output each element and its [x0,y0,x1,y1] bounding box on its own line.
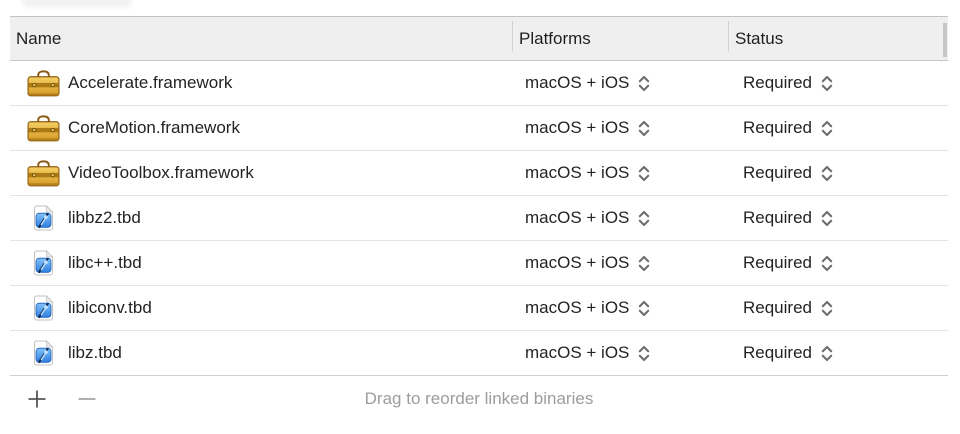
tbd-file-icon [26,205,60,231]
table-body: Accelerate.framework macOS + iOS Require… [10,61,948,376]
table-row[interactable]: libc++.tbd macOS + iOS Required [10,241,948,286]
updown-chevron-icon [637,255,651,272]
status-value: Required [743,253,812,272]
status-value: Required [743,163,812,182]
binary-name: libc++.tbd [68,253,142,272]
platforms-popup[interactable]: macOS + iOS [525,73,651,93]
column-resize-handle[interactable] [943,23,947,57]
updown-chevron-icon [637,165,651,182]
platforms-value: macOS + iOS [525,208,630,227]
platforms-cell: macOS + iOS [512,106,728,150]
tbd-file-icon [26,340,60,366]
name-cell: Accelerate.framework [10,61,512,105]
table-row[interactable]: libiconv.tbd macOS + iOS Required [10,286,948,331]
binary-name: CoreMotion.framework [68,118,240,137]
table-row[interactable]: VideoToolbox.framework macOS + iOS Requi… [10,151,948,196]
name-cell: libc++.tbd [10,241,512,285]
framework-icon [26,159,60,187]
status-popup[interactable]: Required [743,343,834,363]
minus-icon [77,389,97,409]
status-popup[interactable]: Required [743,253,834,273]
platforms-cell: macOS + iOS [512,196,728,240]
binary-name: Accelerate.framework [68,73,233,92]
column-header-status: Status [728,17,948,60]
platforms-value: macOS + iOS [525,343,630,362]
status-value: Required [743,118,812,137]
updown-chevron-icon [820,75,834,92]
platforms-popup[interactable]: macOS + iOS [525,163,651,183]
name-cell: VideoToolbox.framework [10,151,512,195]
status-popup[interactable]: Required [743,298,834,318]
platforms-cell: macOS + iOS [512,61,728,105]
updown-chevron-icon [820,210,834,227]
status-cell: Required [728,286,948,330]
status-value: Required [743,343,812,362]
plus-icon [27,389,47,409]
updown-chevron-icon [637,300,651,317]
platforms-cell: macOS + iOS [512,241,728,285]
updown-chevron-icon [637,75,651,92]
platforms-cell: macOS + iOS [512,331,728,375]
binary-name: libz.tbd [68,343,122,362]
table-row[interactable]: CoreMotion.framework macOS + iOS Require… [10,106,948,151]
platforms-value: macOS + iOS [525,163,630,182]
table-row[interactable]: libz.tbd macOS + iOS Required [10,331,948,376]
platforms-popup[interactable]: macOS + iOS [525,343,651,363]
remove-binary-button[interactable] [75,387,99,411]
binary-name: VideoToolbox.framework [68,163,254,182]
truncated-control [22,0,132,8]
column-header-platforms: Platforms [512,17,728,60]
platforms-popup[interactable]: macOS + iOS [525,208,651,228]
framework-icon [26,114,60,142]
updown-chevron-icon [820,345,834,362]
linked-binaries-table: Name Platforms Status [10,16,948,376]
status-value: Required [743,73,812,92]
binary-name: libbz2.tbd [68,208,141,227]
status-cell: Required [728,151,948,195]
platforms-value: macOS + iOS [525,73,630,92]
platforms-value: macOS + iOS [525,253,630,272]
name-cell: libz.tbd [10,331,512,375]
platforms-value: macOS + iOS [525,298,630,317]
name-cell: CoreMotion.framework [10,106,512,150]
name-cell: libiconv.tbd [10,286,512,330]
binary-name: libiconv.tbd [68,298,152,317]
status-popup[interactable]: Required [743,163,834,183]
tbd-file-icon [26,250,60,276]
updown-chevron-icon [820,255,834,272]
reorder-hint: Drag to reorder linked binaries [364,389,594,408]
status-popup[interactable]: Required [743,208,834,228]
tbd-file-icon [26,295,60,321]
framework-icon [26,69,60,97]
name-cell: libbz2.tbd [10,196,512,240]
updown-chevron-icon [637,120,651,137]
column-header-name: Name [16,28,62,48]
status-cell: Required [728,196,948,240]
status-popup[interactable]: Required [743,118,834,138]
status-cell: Required [728,241,948,285]
updown-chevron-icon [820,120,834,137]
platforms-cell: macOS + iOS [512,286,728,330]
updown-chevron-icon [820,300,834,317]
platforms-cell: macOS + iOS [512,151,728,195]
platforms-popup[interactable]: macOS + iOS [525,298,651,318]
status-value: Required [743,208,812,227]
table-row[interactable]: libbz2.tbd macOS + iOS Required [10,196,948,241]
status-cell: Required [728,331,948,375]
platforms-value: macOS + iOS [525,118,630,137]
status-cell: Required [728,61,948,105]
table-header: Name Platforms Status [10,16,948,61]
updown-chevron-icon [820,165,834,182]
platforms-popup[interactable]: macOS + iOS [525,253,651,273]
status-value: Required [743,298,812,317]
table-row[interactable]: Accelerate.framework macOS + iOS Require… [10,61,948,106]
updown-chevron-icon [637,210,651,227]
platforms-popup[interactable]: macOS + iOS [525,118,651,138]
updown-chevron-icon [637,345,651,362]
table-footer: Drag to reorder linked binaries [10,377,948,421]
add-binary-button[interactable] [25,387,49,411]
status-cell: Required [728,106,948,150]
status-popup[interactable]: Required [743,73,834,93]
